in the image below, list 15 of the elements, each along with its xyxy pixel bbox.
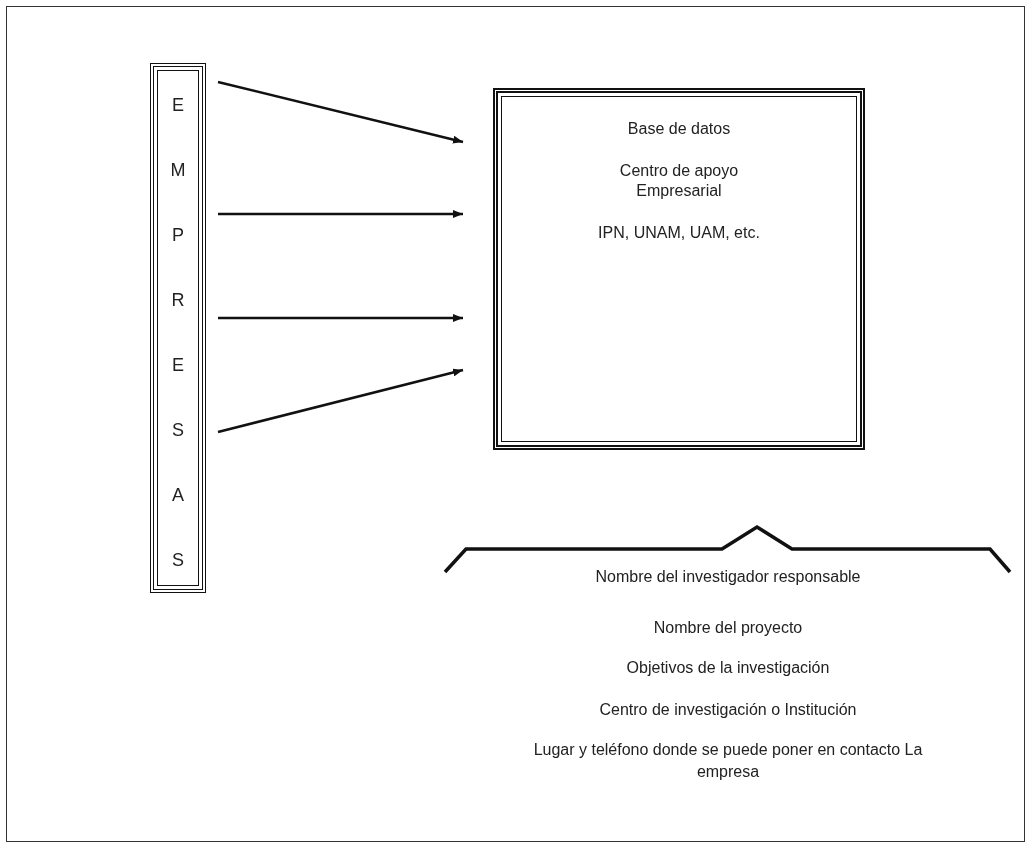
vertical-text-box <box>150 63 206 593</box>
info-text: Centro de investigación o Institución <box>598 700 858 720</box>
box-text: IPN, UNAM, UAM, etc. <box>597 223 761 243</box>
arrow <box>218 314 463 322</box>
info-text: Nombre del investigador responsable <box>594 567 862 587</box>
box-text: Base de datos <box>626 119 732 139</box>
info-text: Nombre del proyecto <box>652 618 804 638</box>
vertical-label: EMPRESAS <box>169 94 187 572</box>
info-text: Objetivos de la investigación <box>625 658 831 678</box>
info-text: Lugar y teléfono donde se puede poner en contacto La empresa <box>532 740 924 782</box>
arrow <box>217 80 464 144</box>
database-box <box>493 88 865 450</box>
box-text: Centro de apoyo Empresarial <box>618 161 740 201</box>
arrow <box>218 210 463 218</box>
arrow <box>217 368 464 434</box>
